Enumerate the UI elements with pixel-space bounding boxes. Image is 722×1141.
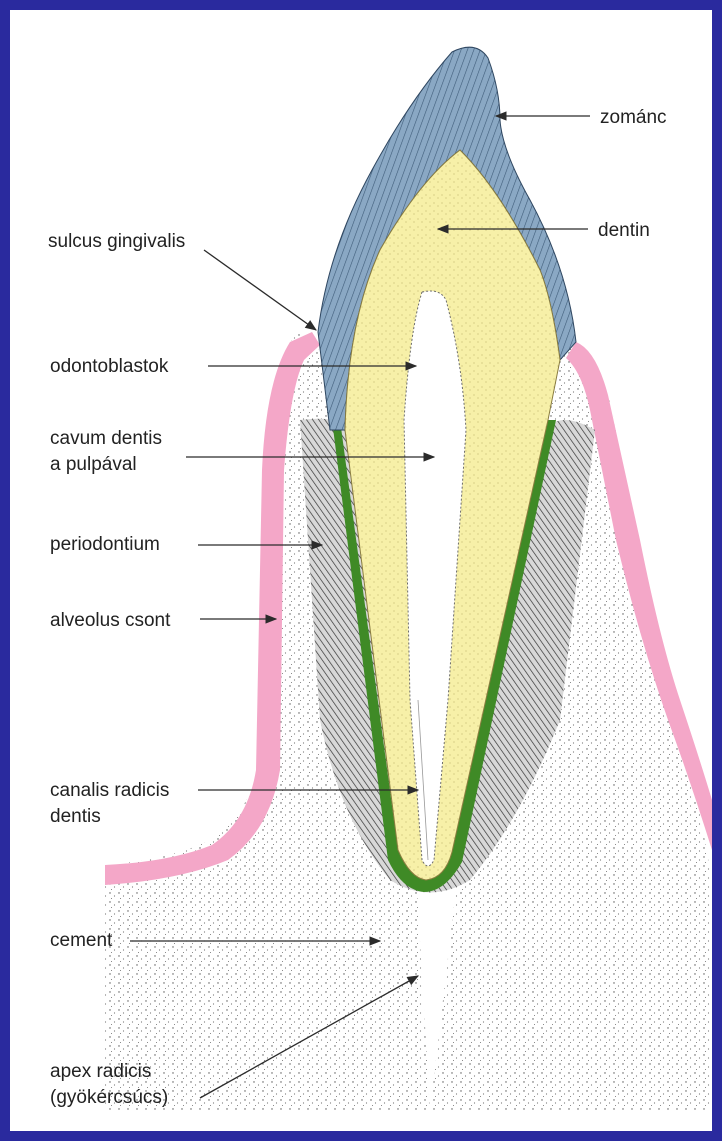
- label-odontoblast: odontoblastok: [50, 356, 169, 377]
- label-apex-1: apex radicis: [50, 1061, 151, 1082]
- leader-sulcus: [204, 250, 316, 330]
- label-zomanc: zománc: [600, 107, 667, 128]
- label-apex-2: (gyökércsúcs): [50, 1087, 168, 1108]
- label-canalis-2: dentis: [50, 806, 101, 827]
- label-cement: cement: [50, 930, 113, 951]
- label-canalis-1: canalis radicis: [50, 780, 169, 801]
- tooth-diagram: zománc dentin sulcus gingivalis odontobl…: [10, 10, 712, 1131]
- label-cavum-2: a pulpával: [50, 454, 137, 475]
- label-periodontium: periodontium: [50, 534, 160, 555]
- label-cavum-1: cavum dentis: [50, 428, 162, 449]
- label-sulcus: sulcus gingivalis: [48, 231, 185, 252]
- label-dentin: dentin: [598, 220, 650, 241]
- label-alveolus: alveolus csont: [50, 610, 171, 631]
- illustration-canvas: zománc dentin sulcus gingivalis odontobl…: [10, 10, 712, 1131]
